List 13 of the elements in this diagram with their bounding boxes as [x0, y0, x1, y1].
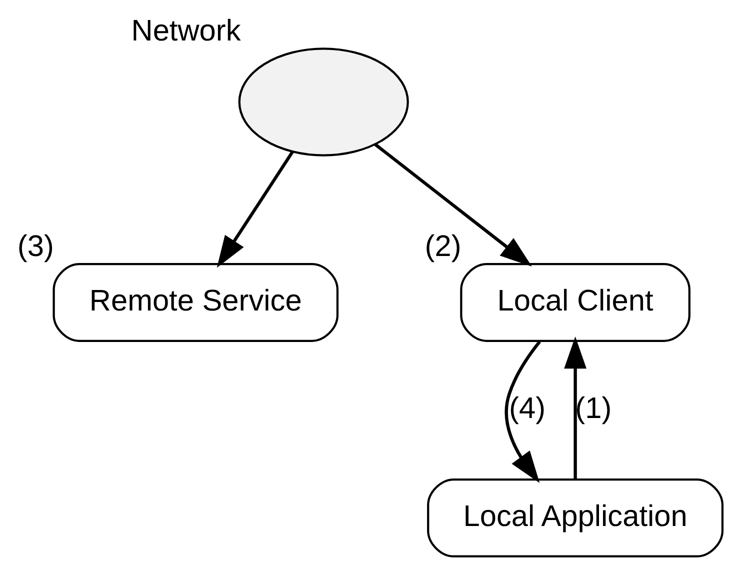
edge-label: (4)	[508, 392, 546, 426]
node-box: Local Client	[460, 263, 690, 342]
node-cloud	[238, 48, 408, 156]
node-label: (3)	[16, 230, 54, 263]
node-box: Local Application	[426, 478, 724, 558]
arrow	[504, 340, 540, 483]
node-box: Remote Service	[52, 263, 338, 342]
arrow	[216, 150, 294, 268]
arrow	[374, 143, 532, 267]
node-label: (2)	[424, 230, 461, 263]
arrow	[564, 336, 586, 480]
node-label: Network	[130, 14, 240, 48]
edge-label: (1)	[574, 392, 612, 426]
